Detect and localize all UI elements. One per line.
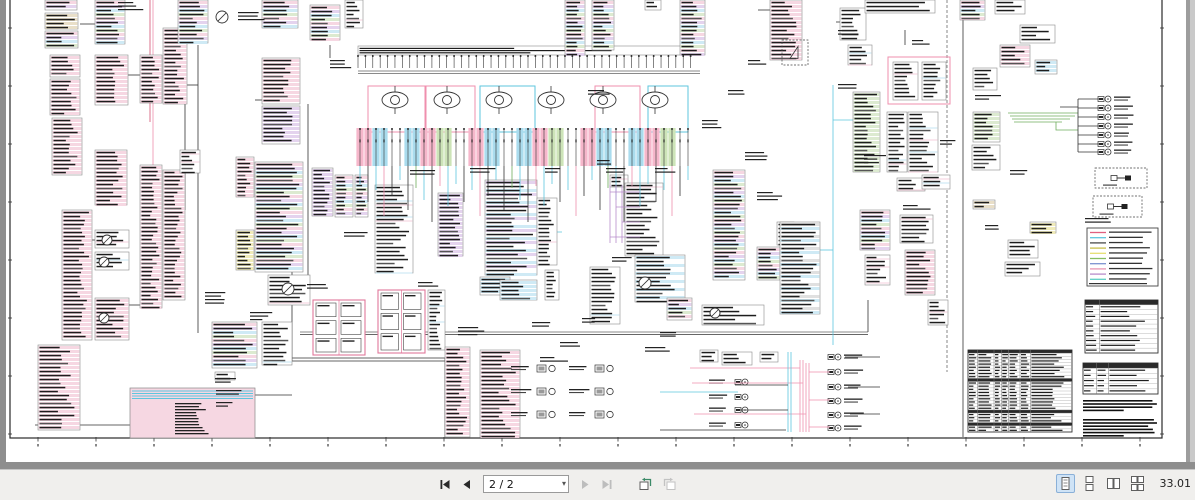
next-view-icon <box>663 477 676 490</box>
next-page-icon <box>582 479 589 489</box>
first-page-button[interactable] <box>436 477 453 492</box>
zoom-level-label: 33.01 <box>1159 477 1192 490</box>
bottom-toolbar: ▾ 33.01 <box>0 469 1195 500</box>
schematic-canvas <box>8 0 1164 447</box>
previous-page-button[interactable] <box>458 477 475 492</box>
page-input-box: ▾ <box>483 475 569 493</box>
last-page-icon <box>602 479 612 489</box>
page-dropdown-arrow[interactable]: ▾ <box>561 479 566 488</box>
layout-continuous-facing-button[interactable] <box>1128 474 1147 493</box>
page-number-input[interactable] <box>483 475 569 493</box>
previous-view-button[interactable] <box>636 476 655 492</box>
continuous-facing-icon <box>1130 476 1144 491</box>
page-navigation: ▾ <box>436 475 679 493</box>
layout-single-page-button[interactable] <box>1055 474 1075 493</box>
previous-view-icon <box>639 477 652 490</box>
next-page-button[interactable] <box>577 477 594 492</box>
window-right-edge <box>1186 0 1195 462</box>
single-page-icon <box>1061 477 1069 490</box>
facing-icon <box>1106 478 1120 489</box>
layout-facing-button[interactable] <box>1104 474 1123 493</box>
first-page-icon <box>440 479 450 489</box>
last-page-button[interactable] <box>599 477 616 492</box>
next-view-button[interactable] <box>660 476 679 492</box>
continuous-icon <box>1085 476 1093 491</box>
scrollbar-track[interactable] <box>1190 0 1195 462</box>
page-layout-controls: 33.01 <box>1055 474 1192 493</box>
layout-continuous-button[interactable] <box>1080 474 1099 493</box>
previous-page-icon <box>463 479 470 489</box>
